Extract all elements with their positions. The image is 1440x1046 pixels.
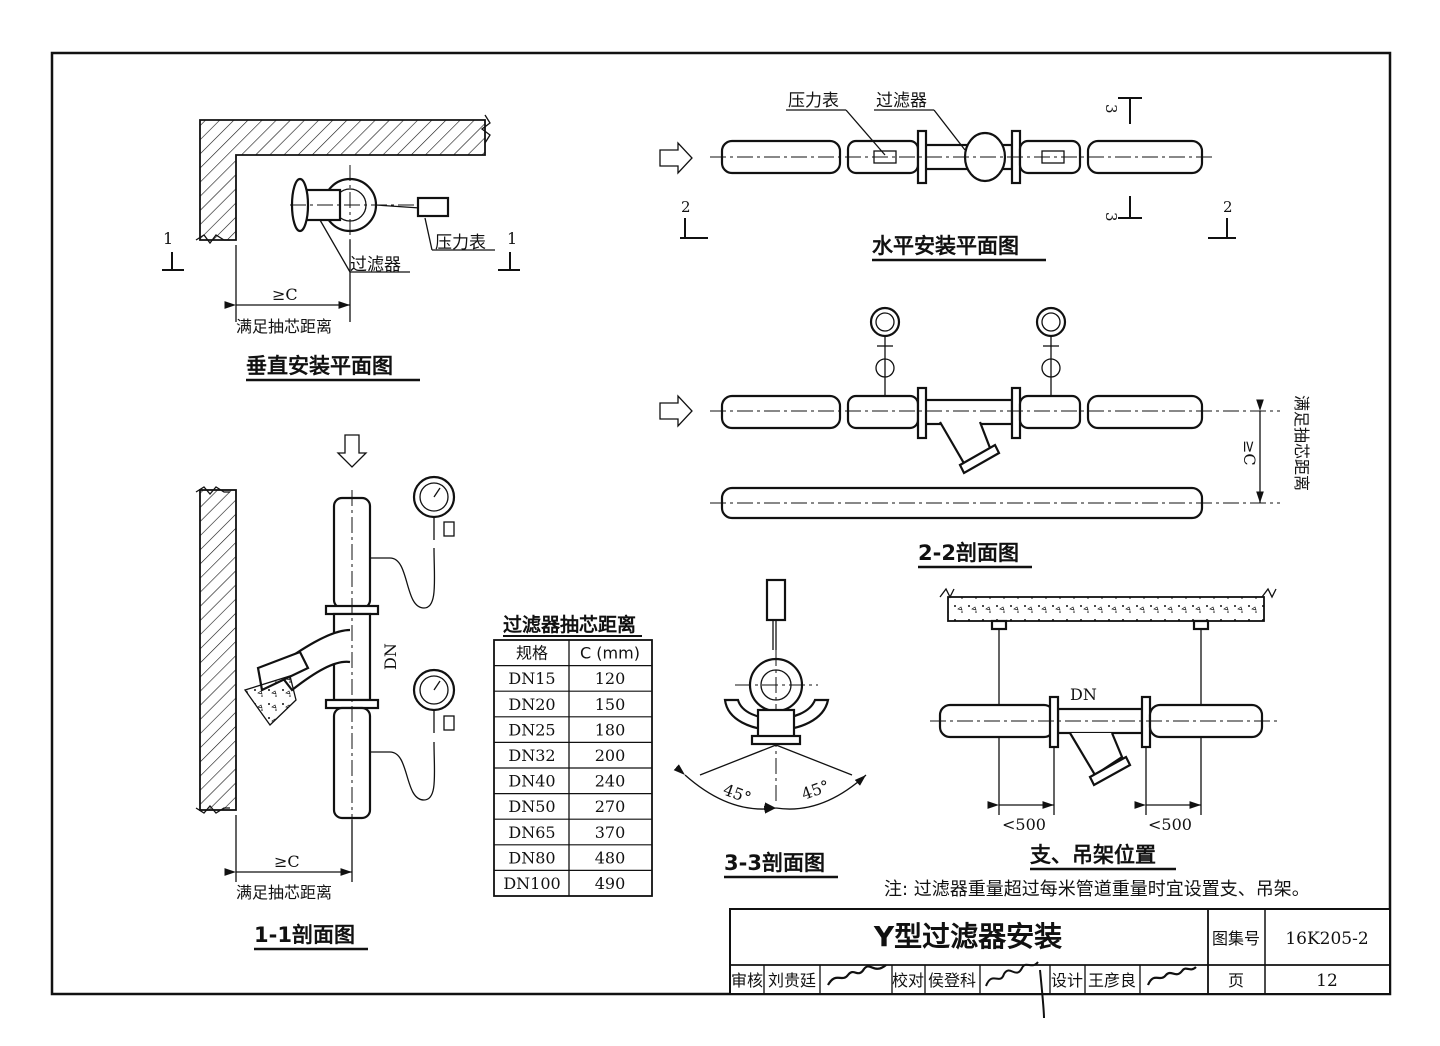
table-cell-spec: DN65 [508,823,555,842]
table-cell-c: 270 [595,797,626,816]
table-cell-spec: DN80 [508,848,555,867]
reviewer-name: 刘贵廷 [768,971,816,990]
atlas-number: 16K205-2 [1285,929,1368,949]
horizontal-plan-view: 压力表 过滤器 3 3 2 2 水平安装平面图 [659,91,1236,262]
page-number: 12 [1316,971,1338,991]
table-cell-spec: DN20 [508,695,555,714]
flange [916,386,928,440]
table-header-c: C (mm) [580,644,640,663]
section-mark-3-bottom: 3 [1102,212,1120,222]
table-cell-c: 480 [595,848,626,867]
s22-dim-label: ≥C [1240,440,1259,466]
pressure-gauge-lower [370,668,456,801]
note-text: 注: 过滤器重量超过每米管道重量时宜设置支、吊架。 [884,879,1310,900]
pipe-segment [846,394,920,430]
section-2-2-view: ≥C 满足抽芯距离 2-2剖面图 [659,306,1311,569]
gauge-box [765,578,787,622]
table-cell-c: 490 [595,874,626,893]
vp-dim-note: 满足抽芯距离 [236,317,332,336]
vp-title: 垂直安装平面图 [246,354,393,378]
s22-dim-note: 满足抽芯距离 [1292,395,1311,491]
hp-gauge-label: 压力表 [788,91,839,111]
atlas-label: 图集号 [1212,929,1260,948]
section-mark-1-left: 1 [163,229,173,248]
angle-left-label: 45° [721,780,754,808]
pressure-gauge-left [869,306,901,396]
table-cell-c: 120 [595,669,626,688]
table-cell-spec: DN25 [508,720,555,739]
checker-signature [985,961,1045,1019]
vp-filter-label: 过滤器 [350,255,401,275]
section-3-3-view: 45° 45° 3-3剖面图 [673,578,867,879]
gauge-box [416,196,450,218]
section-mark-2-left: 2 [681,198,691,216]
drawing-title: Y型过滤器安装 [873,920,1062,953]
table-cell-spec: DN32 [508,746,555,765]
section-mark-1-right: 1 [507,229,517,248]
pipe-segment [1086,394,1204,430]
s33-title: 3-3剖面图 [724,851,825,875]
table-cell-c: 370 [595,823,626,842]
ceiling-slab [947,596,1265,622]
s11-title: 1-1剖面图 [254,923,355,947]
table-cell-c: 150 [595,695,626,714]
vp-dim-label: ≥C [272,285,298,304]
flange [1010,386,1022,440]
flow-arrow [659,141,693,175]
s11-dn-label: DN [381,643,400,670]
hp-title: 水平安装平面图 [872,234,1019,258]
pressure-gauge-right [1035,306,1067,396]
vertical-plan-view: 过滤器 压力表 1 1 ≥C 满足抽芯距离 垂直安装平面图 [162,114,520,382]
designer-signature [1146,966,1197,986]
design-label: 设计 [1051,971,1083,990]
hp-filter-label: 过滤器 [876,91,927,111]
table-cell-spec: DN40 [508,772,555,791]
reviewer-signature [827,964,887,986]
table-cell-spec: DN50 [508,797,555,816]
checker-name: 侯登科 [928,971,976,990]
table-cell-c: 200 [595,746,626,765]
vp-gauge-label: 压力表 [435,233,486,253]
support-dim-left: <500 [1002,815,1046,834]
pressure-gauge-upper [370,475,456,609]
table-header-spec: 规格 [516,644,548,663]
flange [750,734,802,746]
s22-title: 2-2剖面图 [918,541,1019,565]
designer-name: 王彦良 [1088,971,1136,990]
section-1-1-view: DN ≥C 满足抽芯距离 1-1剖面图 [195,434,456,951]
table-cell-spec: DN100 [503,874,560,893]
flow-arrow [659,394,693,428]
support-dn-label: DN [1070,685,1097,704]
table-title: 过滤器抽芯距离 [503,613,636,636]
support-view: DN <500 <500 支、吊架位置 [930,587,1280,871]
filter-body [922,398,1014,426]
title-block: Y型过滤器安装 图集号 16K205-2 审核 刘贵廷 校对 侯登科 设计 王彦… [729,908,1391,1019]
review-label: 审核 [731,971,763,990]
y-leg [723,698,830,732]
page-label: 页 [1228,971,1244,990]
table-cell-c: 180 [595,720,626,739]
pipe-segment [1018,394,1082,430]
pipe-segment [720,394,842,430]
sheet-border [50,51,1392,996]
section-mark-3-top: 3 [1102,104,1120,114]
check-label: 校对 [892,971,924,990]
table-cell-spec: DN15 [508,669,555,688]
flange [1048,695,1060,749]
support-dim-right: <500 [1148,815,1192,834]
flow-arrow-down [336,434,368,468]
flange [1140,695,1152,749]
wall-corner [199,119,486,241]
angle-right-label: 45° [799,776,832,804]
wall [199,489,237,811]
section-mark-2-right: 2 [1223,198,1233,216]
support-title: 支、吊架位置 [1030,843,1156,867]
s11-dim-note: 满足抽芯距离 [236,883,332,902]
s11-dim-label: ≥C [274,852,300,871]
table-cell-c: 240 [595,772,626,791]
